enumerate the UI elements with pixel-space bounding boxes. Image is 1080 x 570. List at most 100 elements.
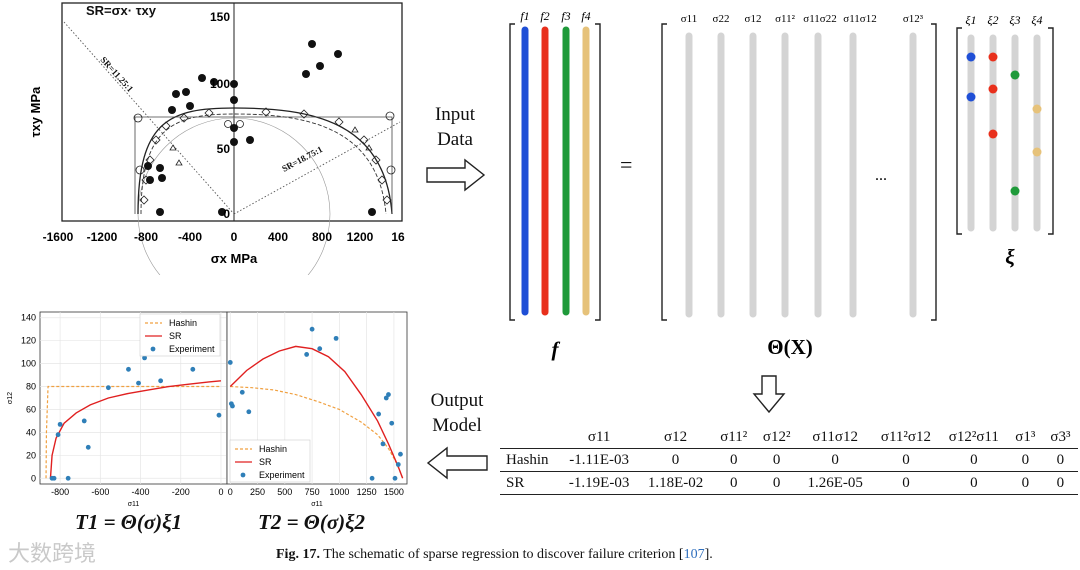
caption-suffix: ]. bbox=[704, 547, 713, 562]
y-tick-label: 100 bbox=[210, 77, 230, 91]
x-tick-label: 750 bbox=[305, 487, 320, 497]
x-tick-label: -200 bbox=[172, 487, 190, 497]
experiment-point bbox=[81, 418, 87, 424]
xi-column-label: ξ1 bbox=[965, 13, 976, 27]
x-tick-label: -800 bbox=[134, 230, 158, 244]
experiment-point bbox=[246, 409, 252, 415]
model-label-t2: T2 = Θ(σ)ξ2 bbox=[258, 510, 366, 534]
xi-nonzero-dot bbox=[966, 92, 976, 102]
table-cell: 1.26E-05 bbox=[798, 471, 872, 495]
experiment-point bbox=[239, 389, 245, 395]
experiment-point bbox=[386, 392, 391, 397]
table-header-cell: σ11σ12 bbox=[798, 426, 872, 449]
x-tick-label: -800 bbox=[51, 487, 69, 497]
xi-nonzero-dot bbox=[988, 84, 998, 94]
x-tick-label: 400 bbox=[268, 230, 288, 244]
x-axis-label: σ11 bbox=[128, 501, 140, 508]
f-column-label: f2 bbox=[540, 9, 549, 23]
x-tick-label: 1200 bbox=[347, 230, 374, 244]
table-header-cell bbox=[500, 426, 560, 449]
y-tick-label: 120 bbox=[21, 336, 36, 346]
x-tick-label: 0 bbox=[231, 230, 238, 244]
y-axis-label: σ12 bbox=[7, 392, 14, 404]
table-header-cell: σ11²σ12 bbox=[872, 426, 940, 449]
x-tick-label: 1250 bbox=[357, 487, 377, 497]
table-cell: 0 bbox=[712, 471, 756, 495]
down-arrow-icon bbox=[752, 375, 786, 414]
table-cell: Hashin bbox=[506, 451, 549, 468]
y-tick-label: 100 bbox=[21, 359, 36, 369]
experiment-point bbox=[230, 403, 235, 409]
experiment-point bbox=[376, 411, 382, 417]
f-column-label: f3 bbox=[561, 9, 570, 23]
xi-nonzero-dot bbox=[1032, 104, 1042, 114]
x-tick-label: 0 bbox=[228, 487, 233, 497]
x-tick-label: 1000 bbox=[329, 487, 349, 497]
xi-nonzero-dot bbox=[988, 52, 998, 62]
experiment-point bbox=[383, 395, 389, 401]
input-data-label: Input Data bbox=[434, 104, 476, 150]
x-tick-label: 250 bbox=[250, 487, 265, 497]
series-line-hashin bbox=[230, 385, 404, 479]
legend-label: SR bbox=[259, 457, 272, 467]
table-row: SR -1.19E-03 1.18E-02 0 0 1.26E-05 0 0 0… bbox=[500, 471, 1078, 495]
x-tick-label: 800 bbox=[312, 230, 332, 244]
experiment-point bbox=[126, 366, 131, 372]
caption-text: The schematic of sparse regression to di… bbox=[323, 547, 684, 562]
legend-label: Experiment bbox=[169, 344, 215, 354]
theta-library-matrix: σ11 σ22 σ12 σ11² σ11σ22 σ11σ12 σ12³ ... … bbox=[661, 13, 937, 359]
experiment-point bbox=[380, 441, 386, 447]
x-tick-label: 500 bbox=[277, 487, 292, 497]
table-cell: 0 bbox=[1056, 451, 1065, 468]
legend-label: Experiment bbox=[259, 470, 305, 480]
table-header-cell: σ3³ bbox=[1042, 426, 1078, 449]
experiment-point bbox=[105, 385, 111, 391]
y-tick-label: 20 bbox=[26, 450, 36, 460]
series-line-sr bbox=[229, 345, 404, 479]
legend-label: Hashin bbox=[259, 444, 287, 454]
legend-swatch bbox=[240, 472, 246, 478]
y-tick-label: 0 bbox=[31, 473, 36, 483]
caption-reference-link[interactable]: 107 bbox=[683, 547, 705, 562]
x-tick-label: 1500 bbox=[384, 487, 404, 497]
theta-symbol: Θ(X) bbox=[767, 335, 813, 359]
ellipsis: ... bbox=[875, 167, 887, 184]
caption-prefix: Fig. 17. bbox=[276, 547, 320, 562]
table-cell: 0 bbox=[872, 471, 940, 495]
equals-sign: = bbox=[620, 152, 633, 177]
experiment-point bbox=[369, 475, 375, 481]
experiment-point bbox=[392, 475, 398, 481]
f-symbol: f bbox=[552, 337, 561, 361]
experiment-point bbox=[142, 355, 147, 361]
experiment-point bbox=[55, 432, 61, 438]
experiment-point bbox=[309, 326, 315, 332]
xi-nonzero-dot bbox=[966, 52, 976, 62]
x-tick-label: 16 bbox=[391, 230, 405, 244]
y-tick-label: 40 bbox=[26, 427, 36, 437]
legend-label: SR bbox=[169, 331, 182, 341]
experiment-point bbox=[216, 412, 222, 418]
table-cell: 0 bbox=[902, 451, 910, 468]
table-header-cell: σ11 bbox=[559, 426, 639, 449]
xi-column-label: ξ4 bbox=[1031, 13, 1042, 27]
table-cell: 0 bbox=[970, 451, 978, 468]
y-tick-label: 0 bbox=[223, 207, 230, 221]
xi-coefficient-matrix: ξ1 ξ2 ξ3 ξ4 ξ bbox=[956, 13, 1054, 269]
table-cell: 0 bbox=[939, 471, 1008, 495]
theta-column-label: σ22 bbox=[713, 13, 730, 25]
y-tick-label: 80 bbox=[26, 382, 36, 392]
table-header-cell: σ1³ bbox=[1007, 426, 1043, 449]
xi-nonzero-dot bbox=[988, 129, 998, 139]
table-cell: 0 bbox=[772, 451, 781, 468]
f-column-label: f4 bbox=[581, 9, 590, 23]
theta-column-label: σ11σ12 bbox=[843, 13, 876, 25]
table-header-cell: σ12²σ11 bbox=[939, 426, 1008, 449]
y-tick-label: 140 bbox=[21, 313, 36, 323]
table-cell: 0 bbox=[831, 451, 839, 468]
table-header-cell: σ12² bbox=[755, 426, 799, 449]
table-cell: -1.19E-03 bbox=[559, 471, 639, 495]
experiment-point bbox=[227, 360, 233, 365]
table-cell: 0 bbox=[1007, 471, 1043, 495]
table-cell: 1.18E-02 bbox=[638, 471, 713, 495]
right-arrow-icon bbox=[426, 158, 486, 192]
